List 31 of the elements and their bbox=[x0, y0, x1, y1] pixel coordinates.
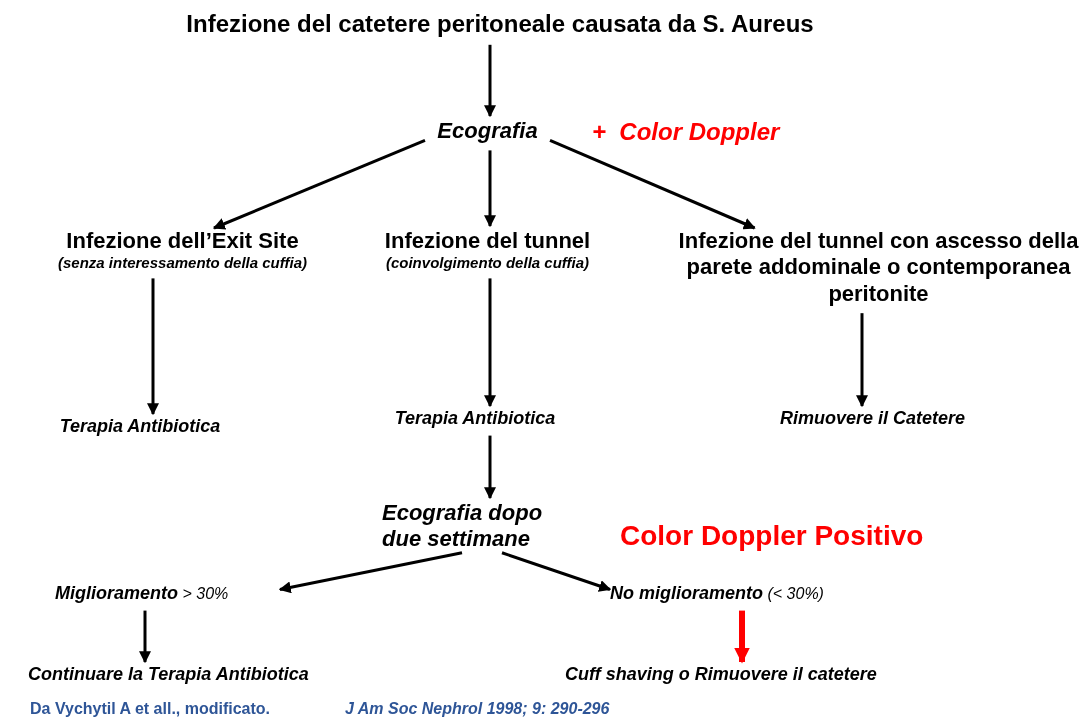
arrow bbox=[501, 551, 612, 592]
flow-step-text: Infezione del catetere peritoneale causata da S. Aureus bbox=[185, 10, 815, 39]
flow-step-text: Miglioramento > 30% bbox=[55, 583, 230, 605]
flow-step-text: Ecografia bbox=[436, 118, 539, 145]
flow-step-text: Terapia Antibiotica bbox=[58, 416, 222, 438]
beside-note: + Color Doppler bbox=[592, 118, 780, 146]
flow-step-text: Infezione dell’Exit Site bbox=[65, 228, 300, 255]
highlight-note: Color Doppler Positivo bbox=[620, 520, 924, 552]
flow-step-text: Terapia Antibiotica bbox=[393, 408, 557, 430]
flow-step-text: Continuare la Terapia Antibiotica bbox=[28, 664, 310, 686]
flow-step-text: Rimuovere il Catetere bbox=[778, 408, 967, 430]
arrow bbox=[484, 278, 496, 408]
arrow bbox=[484, 150, 496, 228]
arrow bbox=[139, 610, 151, 664]
flow-step-text: Cuff shaving o Rimuovere il catetere bbox=[565, 664, 878, 686]
source-note: Da Vychytil A et all., modificato. bbox=[30, 700, 271, 718]
flow-step-text: No miglioramento (< 30%) bbox=[610, 583, 825, 605]
arrow bbox=[212, 139, 426, 230]
arrow bbox=[484, 44, 496, 118]
arrow bbox=[734, 610, 750, 664]
arrow bbox=[484, 435, 496, 500]
flow-step-text: Infezione del tunnel con ascesso della parete addominale o contemporanea peritonite bbox=[677, 228, 1080, 308]
citation-note: J Am Soc Nephrol 1998; 9: 290-296 bbox=[345, 700, 610, 718]
note-text: (coinvolgimento della cuffia) bbox=[384, 254, 591, 273]
arrow bbox=[549, 139, 756, 230]
flow-step-text: Ecografia dopo due settimane bbox=[382, 500, 544, 553]
arrow bbox=[147, 278, 159, 416]
arrow bbox=[278, 551, 463, 594]
flow-step-text: Infezione del tunnel bbox=[383, 228, 592, 255]
note-text: (senza interessamento della cuffia) bbox=[57, 254, 308, 273]
arrow bbox=[856, 313, 868, 408]
